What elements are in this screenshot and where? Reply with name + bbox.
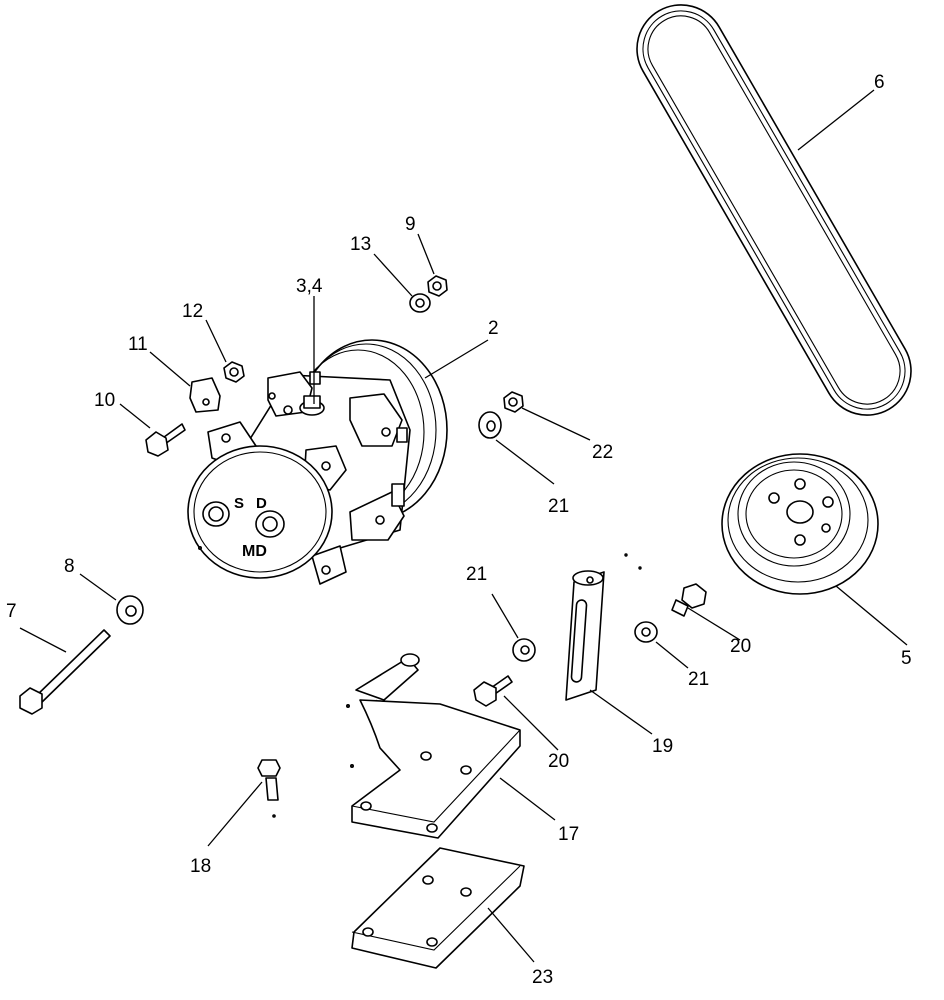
bolt-20-right bbox=[671, 583, 707, 617]
callout-21-upper: 21 bbox=[548, 496, 569, 517]
nut-9 bbox=[427, 275, 448, 297]
washer-8 bbox=[116, 595, 144, 625]
callout-6: 6 bbox=[874, 72, 885, 93]
washer-21-middle bbox=[512, 638, 536, 662]
callout-17: 17 bbox=[558, 824, 579, 845]
callout-21-middle: 21 bbox=[466, 564, 487, 585]
nut-12 bbox=[223, 361, 245, 383]
callout-13: 13 bbox=[350, 234, 371, 255]
callout-22: 22 bbox=[592, 442, 613, 463]
callout-19: 19 bbox=[652, 736, 673, 757]
washer-21-right bbox=[634, 621, 658, 643]
leader-lines bbox=[19, 89, 908, 963]
callout-8: 8 bbox=[64, 556, 75, 577]
callout-12: 12 bbox=[182, 301, 203, 322]
pulley bbox=[721, 453, 879, 595]
bolt-7 bbox=[19, 629, 111, 715]
washer-21-upper bbox=[478, 411, 502, 439]
bolt-10 bbox=[145, 423, 186, 457]
slotted-bracket-19 bbox=[565, 570, 605, 701]
callout-3-4: 3,4 bbox=[296, 276, 323, 297]
callout-2: 2 bbox=[488, 318, 499, 339]
washer-13 bbox=[409, 293, 431, 313]
discharge-port-mark: D bbox=[256, 495, 267, 512]
callout-23: 23 bbox=[532, 967, 553, 988]
callout-18: 18 bbox=[190, 856, 211, 877]
suction-port-mark: S bbox=[234, 495, 244, 512]
brand-mark: MD bbox=[242, 543, 267, 560]
callout-20-right: 20 bbox=[730, 636, 751, 657]
bolt-20-middle bbox=[473, 675, 513, 707]
compressor: S D MD bbox=[187, 339, 448, 585]
callout-7: 7 bbox=[6, 601, 17, 622]
callout-5: 5 bbox=[901, 648, 912, 669]
clip-11 bbox=[189, 377, 221, 413]
callout-labels: 2 3,4 5 6 7 8 9 10 11 12 13 17 18 19 20 … bbox=[6, 72, 912, 988]
callout-10: 10 bbox=[94, 390, 115, 411]
callout-21-right: 21 bbox=[688, 669, 709, 690]
bolt-18 bbox=[257, 759, 281, 818]
callout-20-middle: 20 bbox=[548, 751, 569, 772]
support-bracket-17 bbox=[346, 653, 521, 839]
nut-22 bbox=[503, 391, 524, 413]
drive-belt bbox=[636, 4, 912, 416]
callout-9: 9 bbox=[405, 214, 416, 235]
callout-11: 11 bbox=[128, 334, 148, 355]
plate-23 bbox=[351, 847, 525, 969]
